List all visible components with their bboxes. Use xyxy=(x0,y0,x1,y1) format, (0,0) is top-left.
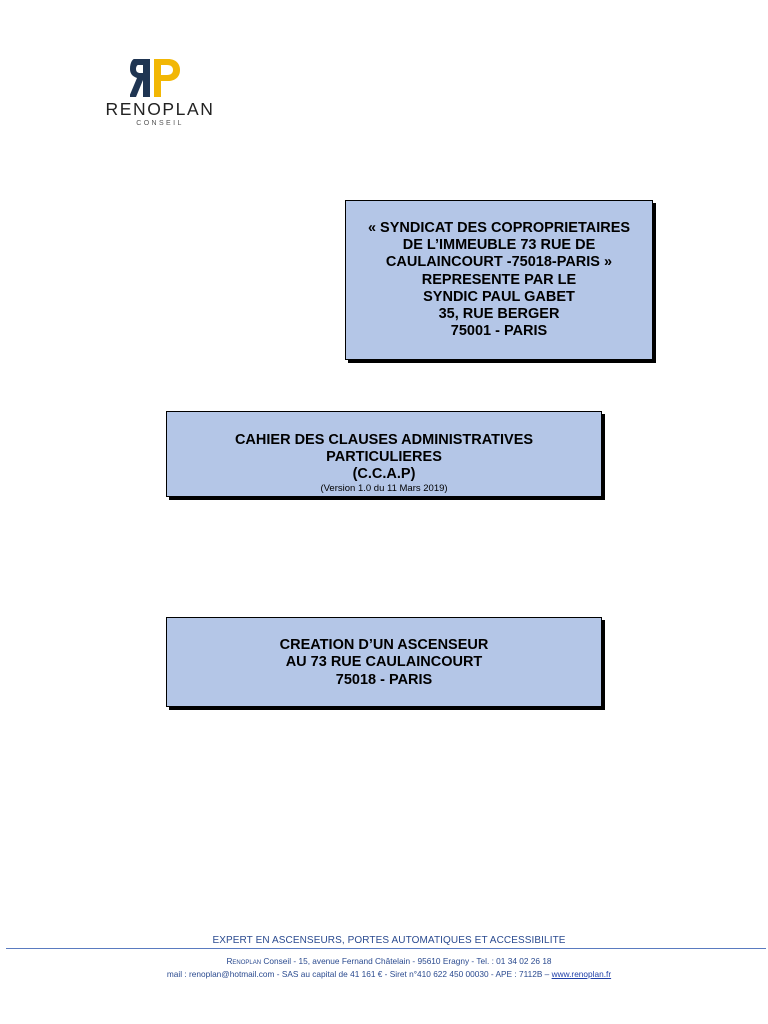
document-title-line: CAHIER DES CLAUSES ADMINISTRATIVES xyxy=(234,432,534,448)
company-logo: RENOPLAN CONSEIL xyxy=(84,56,234,136)
website-link[interactable]: www.renoplan.fr xyxy=(551,969,612,979)
footer-address-text: Conseil - 15, avenue Fernand Châtelain -… xyxy=(263,956,552,966)
rp-monogram-icon xyxy=(130,59,180,97)
logo-wordmark: RENOPLAN xyxy=(105,99,215,119)
footer-contact-text: mail : renoplan@hotmail.com - SAS au cap… xyxy=(166,969,552,979)
document-title-line: PARTICULIERES xyxy=(326,449,442,465)
project-line: AU 73 RUE CAULAINCOURT xyxy=(285,654,483,671)
document-version: (Version 1.0 du 11 Mars 2019) xyxy=(320,483,448,494)
footer-tagline: EXPERT EN ASCENSEURS, PORTES AUTOMATIQUE… xyxy=(212,935,566,946)
logo-subtitle: CONSEIL xyxy=(136,120,184,127)
addressee-line: 35, RUE BERGER xyxy=(438,306,560,323)
project-line: CREATION D’UN ASCENSEUR xyxy=(279,637,489,653)
addressee-line: REPRESENTE PAR LE xyxy=(421,271,577,288)
footer-divider xyxy=(6,948,766,949)
addressee-line: « SYNDICAT DES COPROPRIETAIRES xyxy=(367,220,631,236)
footer-address: Renoplan Conseil - 15, avenue Fernand Ch… xyxy=(0,956,768,966)
project-box: CREATION D’UN ASCENSEUR AU 73 RUE CAULAI… xyxy=(166,617,602,707)
addressee-line: DE L’IMMEUBLE 73 RUE DE xyxy=(402,237,596,254)
footer-company-name: Renoplan xyxy=(226,956,262,966)
document-title-line: (C.C.A.P) xyxy=(352,466,416,482)
document-title-box: CAHIER DES CLAUSES ADMINISTRATIVES PARTI… xyxy=(166,411,602,497)
addressee-line: 75001 - PARIS xyxy=(450,323,548,340)
footer-contact: mail : renoplan@hotmail.com - SAS au cap… xyxy=(0,969,768,979)
addressee-line: SYNDIC PAUL GABET xyxy=(423,288,575,305)
project-line: 75018 - PARIS xyxy=(335,671,433,688)
addressee-line: CAULAINCOURT -75018-PARIS » xyxy=(385,254,613,271)
addressee-box: « SYNDICAT DES COPROPRIETAIRES DE L’IMME… xyxy=(345,200,653,360)
